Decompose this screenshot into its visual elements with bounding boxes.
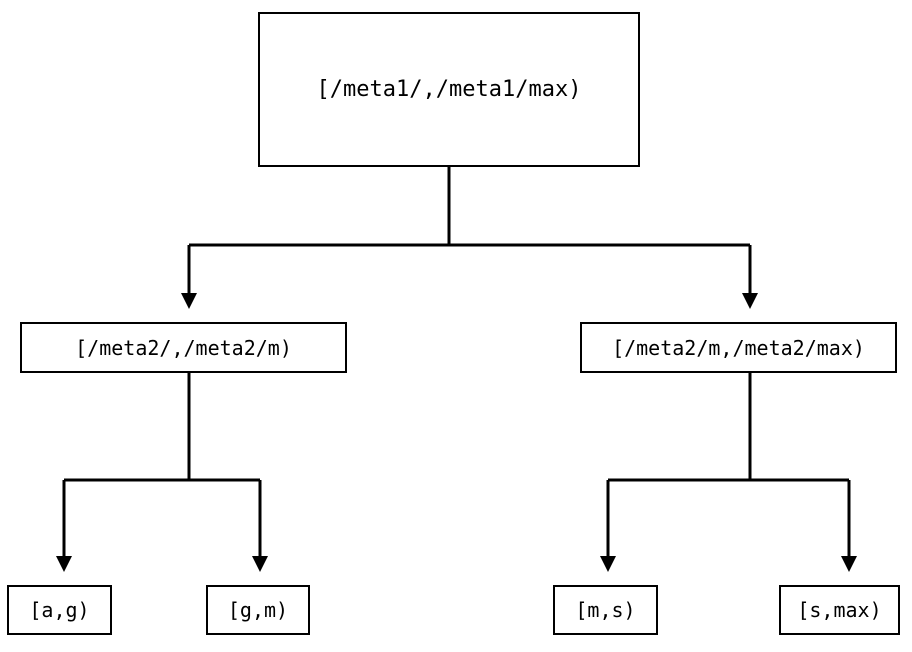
- tree-node-root-label: [/meta1/,/meta1/max): [316, 76, 582, 102]
- arrowhead-mid-right-to-leaf-2: [600, 556, 616, 572]
- arrowhead-root-to-mid-left: [181, 293, 197, 309]
- tree-node-leaf-3-label: [s,max): [797, 598, 882, 622]
- tree-node-leaf-1[interactable]: [g,m): [206, 585, 310, 635]
- arrowhead-root-to-mid-right: [742, 293, 758, 309]
- tree-node-root[interactable]: [/meta1/,/meta1/max): [258, 12, 640, 167]
- tree-node-leaf-2[interactable]: [m,s): [553, 585, 658, 635]
- tree-node-mid-right-label: [/meta2/m,/meta2/max): [612, 335, 865, 360]
- tree-node-leaf-3[interactable]: [s,max): [779, 585, 900, 635]
- arrowhead-mid-left-to-leaf-0: [56, 556, 72, 572]
- tree-node-mid-left[interactable]: [/meta2/,/meta2/m): [20, 322, 347, 373]
- tree-node-leaf-1-label: [g,m): [227, 598, 289, 622]
- arrowhead-mid-left-to-leaf-1: [252, 556, 268, 572]
- tree-node-leaf-0[interactable]: [a,g): [7, 585, 112, 635]
- tree-node-mid-left-label: [/meta2/,/meta2/m): [75, 335, 292, 360]
- arrowhead-mid-right-to-leaf-3: [841, 556, 857, 572]
- tree-node-leaf-0-label: [a,g): [29, 598, 90, 622]
- tree-node-mid-right[interactable]: [/meta2/m,/meta2/max): [580, 322, 897, 373]
- tree-node-leaf-2-label: [m,s): [575, 598, 636, 622]
